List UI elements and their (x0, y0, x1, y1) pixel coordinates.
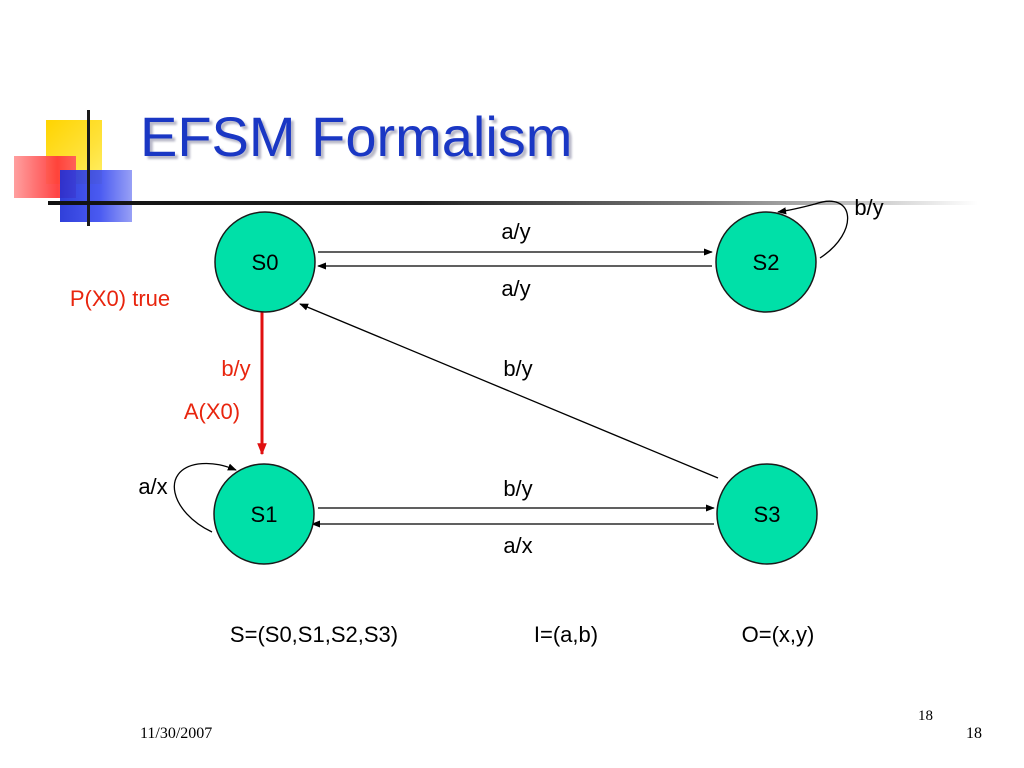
state-s3-label: S3 (754, 502, 781, 527)
slide-title: EFSM Formalism (140, 105, 573, 168)
state-s3: S3 (716, 463, 818, 565)
label-s1-self-loop: a/x (138, 474, 167, 499)
label-s2-to-s0: a/y (501, 276, 530, 301)
edge-s1-self-loop (173, 462, 237, 533)
state-s2-circle (715, 211, 817, 313)
state-s2: S2 (715, 211, 817, 313)
label-s3-to-s1: a/x (503, 533, 532, 558)
set-outputs: O=(x,y) (742, 622, 815, 647)
state-s0-circle (214, 211, 316, 313)
edge-s2-self-loop (777, 200, 849, 259)
state-s1-label: S1 (251, 502, 278, 527)
decorative-blue-square (60, 170, 132, 222)
footer-date: 11/30/2007 (140, 725, 213, 742)
label-s0-to-s1-predicate: P(X0) true (70, 286, 170, 311)
label-s2-self-loop: b/y (854, 195, 883, 220)
title-underline-rule (48, 201, 978, 205)
label-s1-to-s3: b/y (503, 476, 532, 501)
state-s3-circle (716, 463, 818, 565)
state-s0-label: S0 (252, 250, 279, 275)
set-inputs: I=(a,b) (534, 622, 598, 647)
decorative-vertical-line (87, 110, 90, 226)
footer-page-number-small: 18 (918, 708, 933, 724)
state-s0: S0 (214, 211, 316, 313)
edge-s3-to-s0 (299, 303, 719, 479)
state-s1-circle (213, 463, 315, 565)
label-s3-to-s0: b/y (503, 356, 532, 381)
label-s0-to-s2: a/y (501, 219, 530, 244)
set-states: S=(S0,S1,S2,S3) (230, 622, 398, 647)
label-s0-to-s1-event: b/y (221, 356, 250, 381)
footer-page-number: 18 (966, 725, 982, 742)
label-s0-to-s1-action: A(X0) (184, 399, 240, 424)
state-s1: S1 (213, 463, 315, 565)
state-s2-label: S2 (753, 250, 780, 275)
